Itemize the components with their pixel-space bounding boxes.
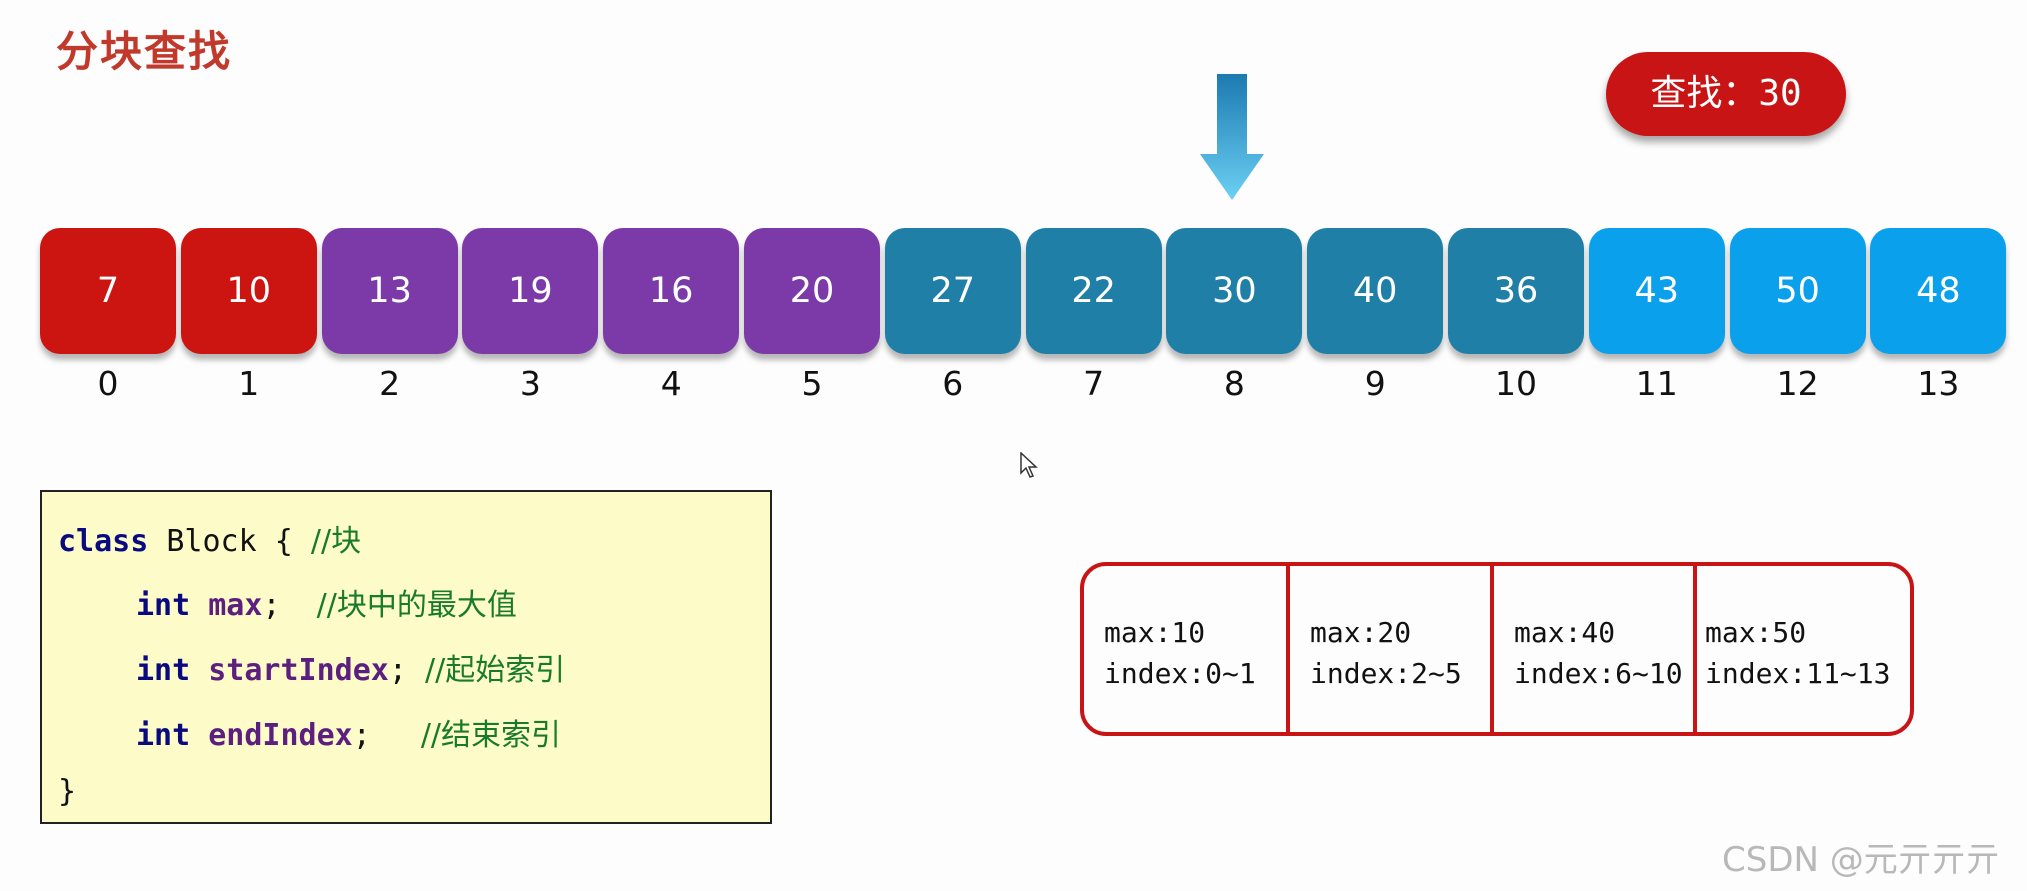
block-entry: max:10 index:0~1	[1084, 566, 1290, 732]
watermark: CSDN @元亓亓亓	[1722, 840, 2000, 880]
block-entry: max:40 index:6~10	[1494, 566, 1697, 732]
array-cell: 27	[884, 228, 1021, 354]
code-comment: //结束索引	[420, 718, 562, 753]
block-index-table: max:10 index:0~1 max:20 index:2~5 max:40…	[1080, 562, 1914, 736]
array-index-label: 9	[1364, 364, 1386, 403]
code-block: class Block { //块 int max; //块中的最大值 int …	[40, 490, 772, 824]
array-cell: 30	[1166, 228, 1303, 354]
array-index-label: 5	[801, 364, 823, 403]
block-entry: max:50 index:11~13	[1697, 566, 1910, 732]
array-cell: 40	[1307, 228, 1444, 354]
array-cell: 13	[321, 228, 458, 354]
block-index: index:2~5	[1310, 657, 1462, 690]
code-text: ;	[262, 588, 317, 623]
code-keyword: int	[136, 588, 191, 623]
block-max: max:50	[1705, 616, 1807, 649]
array-cell: 7	[40, 228, 176, 354]
array-index-label: 8	[1223, 364, 1245, 403]
array-cell: 19	[462, 228, 599, 354]
code-field: endIndex	[190, 718, 353, 753]
mouse-cursor-icon	[1020, 452, 1038, 478]
array-cell: 16	[603, 228, 740, 354]
block-index: index:11~13	[1705, 657, 1891, 690]
array-index-label: 10	[1495, 364, 1537, 403]
code-field: max	[190, 588, 263, 623]
code-line-class: class Block { //块	[58, 516, 361, 560]
array-index-label: 1	[238, 364, 260, 403]
array-index-label: 2	[379, 364, 401, 403]
block-index: index:6~10	[1514, 657, 1683, 690]
block-max: max:20	[1310, 616, 1412, 649]
array-cells: 7 0 10 1 13 2 19 3 16 4 20 5 27 6 22 7 30 8 40 9 36 10 43 11 50 1…	[0, 0, 2027, 420]
array-cell: 50	[1729, 228, 1866, 354]
code-line-startindex: int startIndex; //起始索引	[136, 645, 565, 689]
array-cell: 10	[180, 228, 317, 354]
array-cell: 48	[1870, 228, 2007, 354]
block-max: max:40	[1514, 616, 1616, 649]
code-line-close: }	[58, 774, 77, 809]
block-entry: max:20 index:2~5	[1290, 566, 1494, 732]
code-text: ;	[388, 653, 425, 688]
page-title: 分块查找	[56, 27, 233, 76]
array-cell: 22	[1025, 228, 1162, 354]
block-index: index:0~1	[1104, 657, 1256, 690]
code-keyword: int	[136, 653, 191, 688]
search-target-badge: 查找：30	[1606, 52, 1846, 136]
array-index-label: 3	[519, 364, 541, 403]
code-keyword: int	[136, 718, 191, 753]
array-cell: 43	[1588, 228, 1725, 354]
code-text: Block {	[148, 524, 311, 559]
code-keyword: class	[58, 524, 149, 559]
code-field: startIndex	[190, 653, 389, 688]
block-max: max:10	[1104, 616, 1206, 649]
array-index-label: 11	[1635, 364, 1678, 403]
code-text: ;	[352, 718, 371, 753]
array-cell: 20	[744, 228, 880, 354]
code-comment: //起始索引	[425, 653, 566, 688]
array-index-label: 6	[942, 364, 964, 403]
array-index-label: 4	[660, 364, 682, 403]
pointer-arrow-icon	[1200, 74, 1264, 200]
code-line-max: int max; //块中的最大值	[136, 580, 517, 624]
array-index-label: 13	[1917, 364, 1960, 403]
code-comment: //块	[310, 524, 362, 559]
array-cell: 36	[1448, 228, 1584, 354]
array-index-label: 0	[97, 364, 119, 403]
array-index-label: 7	[1083, 364, 1105, 403]
code-line-endindex: int endIndex; //结束索引	[136, 710, 561, 754]
array-index-label: 12	[1776, 364, 1819, 403]
code-comment: //块中的最大值	[316, 588, 517, 623]
